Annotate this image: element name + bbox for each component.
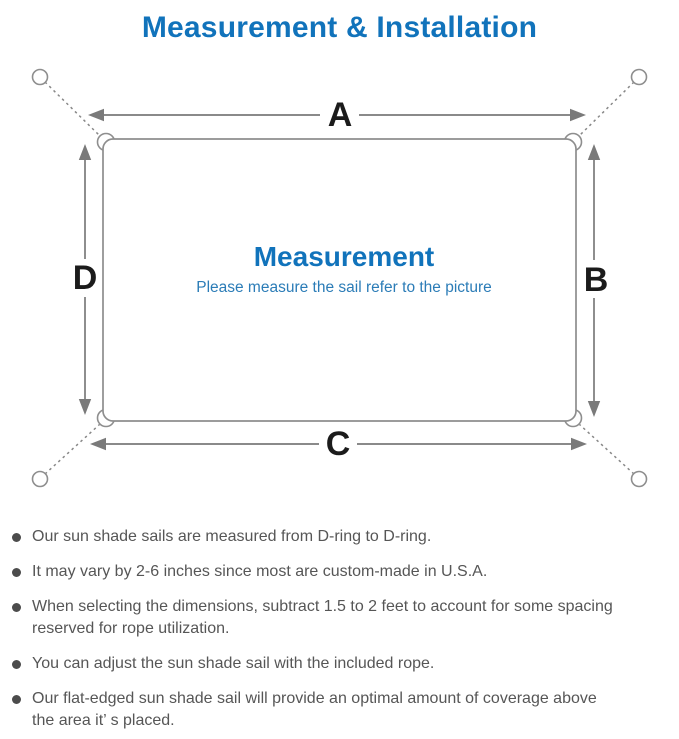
bullet-dot-icon	[12, 568, 21, 577]
note-line: reserved for rope utilization.	[32, 620, 230, 637]
list-item: Our flat-edged sun shade sail will provi…	[8, 688, 669, 732]
note-text: Our flat-edged sun shade sail will provi…	[32, 688, 597, 732]
list-item: It may vary by 2-6 inches since most are…	[8, 561, 669, 583]
note-line: the area it’ s placed.	[32, 712, 175, 729]
anchor-point-circle	[31, 470, 49, 488]
rope-dashed-line	[44, 81, 101, 137]
page-title: Measurement & Installation	[141, 11, 538, 44]
arrowhead-icon	[78, 399, 92, 415]
measurement-notes-list: Our sun shade sails are measured from D-…	[0, 526, 679, 732]
rope-dashed-line	[578, 423, 635, 475]
anchor-point-circle	[31, 68, 49, 86]
rope-dashed-lines	[44, 81, 635, 475]
list-item: When selecting the dimensions, subtract …	[8, 596, 669, 640]
bullet-dot-icon	[12, 660, 21, 669]
arrowhead-icon	[570, 108, 586, 122]
note-text: It may vary by 2-6 inches since most are…	[32, 561, 487, 583]
arrowhead-icon	[587, 144, 601, 160]
note-line: You can adjust the sun shade sail with t…	[32, 655, 435, 672]
note-line: Our flat-edged sun shade sail will provi…	[32, 690, 597, 707]
sail-measurement-diagram: A B C D Measurement Please measure the s…	[31, 68, 648, 488]
rope-dashed-line	[578, 81, 635, 137]
arrowhead-icon	[78, 144, 92, 160]
diagram-center-heading: Measurement	[254, 241, 435, 272]
anchor-point-circle	[630, 470, 648, 488]
dimension-label-b: B	[584, 261, 609, 299]
list-item: Our sun shade sails are measured from D-…	[8, 526, 669, 548]
rope-dashed-line	[44, 423, 101, 475]
note-text: When selecting the dimensions, subtract …	[32, 596, 613, 640]
note-text: Our sun shade sails are measured from D-…	[32, 526, 431, 548]
dimension-label-d: D	[73, 259, 98, 297]
bullet-dot-icon	[12, 533, 21, 542]
bullet-dot-icon	[12, 603, 21, 612]
dimension-arrows	[78, 108, 601, 451]
arrowhead-icon	[587, 401, 601, 417]
dimension-label-a: A	[328, 96, 353, 134]
note-line: Our sun shade sails are measured from D-…	[32, 528, 432, 545]
arrowhead-icon	[571, 437, 587, 451]
diagram-center-subtitle: Please measure the sail refer to the pic…	[196, 279, 492, 296]
anchor-point-circle	[630, 68, 648, 86]
dimension-label-c: C	[326, 425, 351, 463]
arrowhead-icon	[88, 108, 104, 122]
note-text: You can adjust the sun shade sail with t…	[32, 653, 434, 675]
list-item: You can adjust the sun shade sail with t…	[8, 653, 669, 675]
anchor-point-circles	[31, 68, 648, 488]
note-line: When selecting the dimensions, subtract …	[32, 598, 613, 615]
bullet-dot-icon	[12, 695, 21, 704]
note-line: It may vary by 2-6 inches since most are…	[32, 563, 488, 580]
shade-sail-rectangle	[102, 138, 577, 422]
arrowhead-icon	[90, 437, 106, 451]
